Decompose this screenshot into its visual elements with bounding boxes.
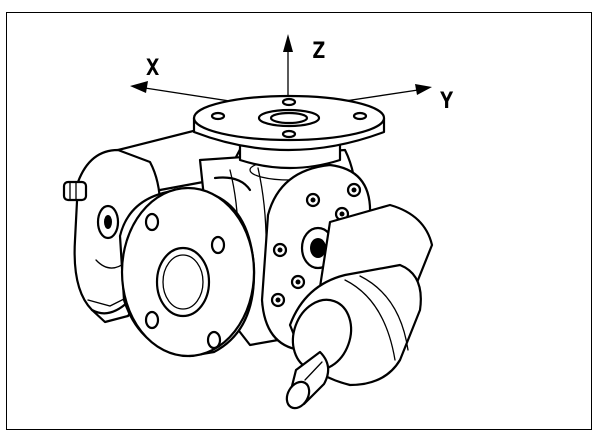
y-axis-arrow (415, 84, 432, 95)
z-axis-arrow (283, 34, 293, 52)
figure-frame (6, 12, 592, 430)
x-axis-label: X (146, 56, 159, 81)
x-axis-arrow (130, 81, 148, 93)
y-axis-label: Y (440, 89, 454, 114)
top-flange (192, 94, 386, 170)
z-axis-label: Z (312, 39, 325, 64)
front-flange (118, 186, 256, 358)
relief-valve (285, 203, 434, 410)
